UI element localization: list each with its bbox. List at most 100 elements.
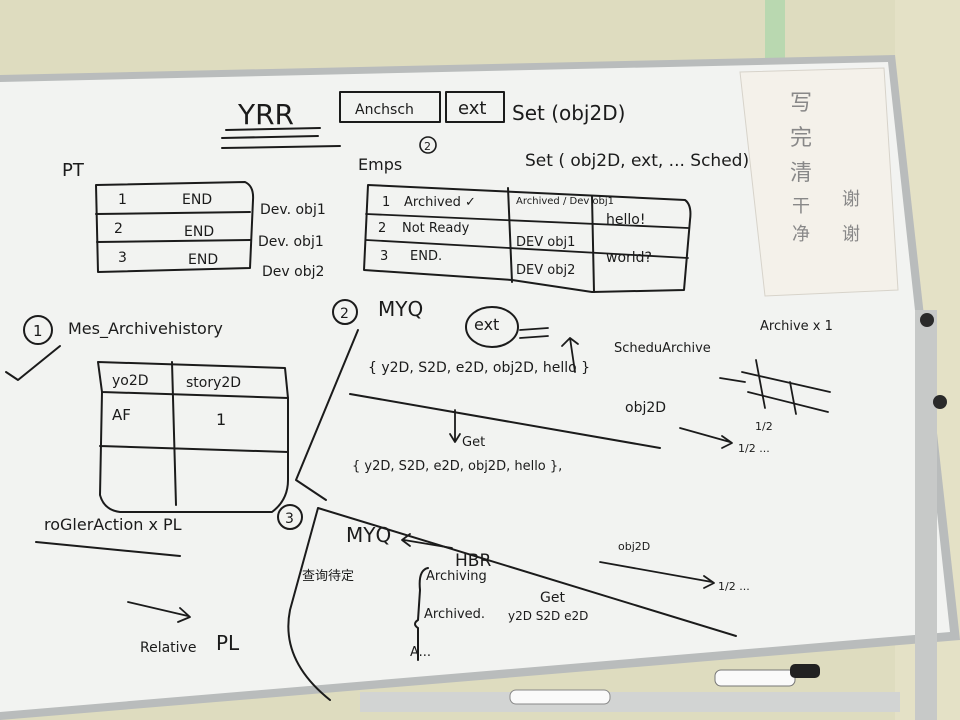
pt-row-num: 3 bbox=[118, 250, 127, 266]
stand-knob bbox=[920, 313, 934, 327]
stand-knob bbox=[933, 395, 947, 409]
emps-row-status: END. bbox=[410, 249, 442, 264]
left-bottom-group: roGlerAction x PL Relative PL bbox=[35, 515, 240, 656]
title-underline bbox=[221, 127, 321, 139]
vars-label: y2D S2D e2D bbox=[508, 609, 588, 623]
get-label: Get bbox=[462, 435, 485, 450]
marker bbox=[714, 669, 796, 687]
pt-label: PT bbox=[62, 160, 85, 181]
circle-marker bbox=[419, 136, 437, 154]
action-label: roGlerAction x PL bbox=[44, 515, 182, 534]
ext-label: ext bbox=[474, 315, 499, 334]
sticky-line: 净 bbox=[792, 224, 810, 245]
schedule-arrow bbox=[719, 377, 746, 383]
pt-row-num: 2 bbox=[114, 221, 123, 237]
sticky-note bbox=[739, 67, 899, 297]
circle-marker bbox=[23, 315, 53, 345]
emps-col-divider bbox=[507, 187, 595, 293]
section2-title: MYQ bbox=[378, 297, 423, 321]
sticky-note-text: 写 完 清 干 净 谢 谢 bbox=[790, 91, 860, 245]
get-label: Get bbox=[540, 590, 565, 606]
marker-cap bbox=[790, 664, 820, 678]
scribble-grid bbox=[741, 359, 831, 415]
pl-label: PL bbox=[216, 631, 240, 655]
hbr-label: HBR bbox=[455, 551, 491, 571]
marker bbox=[509, 689, 611, 705]
emps-row-status: Not Ready bbox=[402, 221, 470, 236]
sticky-side: 谢 bbox=[842, 189, 860, 210]
board-title: YRR bbox=[237, 98, 294, 131]
right-note: Archive x 1 bbox=[760, 319, 833, 334]
marker-tray bbox=[360, 692, 900, 712]
check-mark bbox=[5, 345, 61, 381]
pt-row-status: END bbox=[188, 252, 218, 268]
circle-number: 1 bbox=[33, 322, 43, 340]
sticky-side: 谢 bbox=[842, 224, 860, 245]
emps-row-note: world? bbox=[606, 250, 652, 266]
relative-label: Relative bbox=[140, 640, 196, 656]
ext-oval bbox=[465, 306, 519, 348]
left-arrow bbox=[401, 533, 453, 549]
emps-row-num: 3 bbox=[380, 249, 388, 264]
pt-row-status: END bbox=[184, 224, 214, 240]
small-note: 1/2 bbox=[755, 420, 773, 433]
history-col-header: yo2D bbox=[112, 373, 149, 389]
section1-group: 1 Mes_Archivehistory yo2D story2D AF 1 bbox=[5, 315, 289, 513]
down-arrow bbox=[449, 409, 461, 443]
status-item: Archived. bbox=[424, 607, 485, 622]
underline bbox=[35, 541, 181, 557]
board-stand bbox=[915, 310, 937, 720]
status-item: A... bbox=[410, 645, 431, 660]
section2-bracket bbox=[295, 329, 359, 501]
section3-title: MYQ bbox=[346, 523, 391, 547]
circle-number: 2 bbox=[424, 140, 431, 153]
status-item: Archiving bbox=[426, 569, 487, 584]
history-table-body bbox=[99, 361, 289, 513]
tag-label: Anchsch bbox=[355, 102, 414, 118]
title-group: YRR Anchsch ext Set (obj2D) 2 Set ( obj2… bbox=[221, 91, 749, 171]
circle-marker bbox=[277, 504, 303, 530]
arrow-note: 1/2 ... bbox=[718, 580, 750, 593]
board-surface bbox=[0, 62, 950, 712]
obj-note: obj2D bbox=[618, 540, 650, 553]
emps-row-env: Archived / Dev obj1 bbox=[516, 196, 614, 207]
emps-row-num: 2 bbox=[378, 221, 386, 236]
pt-table-group: PT 1 END 2 END 3 END Dev. obj1 Dev. obj1… bbox=[62, 160, 326, 280]
divider-line bbox=[349, 393, 661, 449]
circle-number: 3 bbox=[285, 511, 294, 527]
underline bbox=[221, 145, 341, 149]
section2-set2: { y2D, S2D, e2D, obj2D, hello }, bbox=[352, 459, 562, 474]
pt-side-note: Dev. obj1 bbox=[260, 202, 326, 218]
section2-group: 2 MYQ ext { y2D, S2D, e2D, obj2D, hello … bbox=[295, 297, 833, 501]
sticky-line: 清 bbox=[790, 161, 812, 186]
emps-row-num: 1 bbox=[382, 195, 390, 210]
emps-row-env: DEV obj1 bbox=[516, 235, 575, 250]
emps-label: Emps bbox=[358, 155, 402, 174]
tag-box bbox=[339, 91, 441, 123]
sticky-line: 干 bbox=[792, 196, 810, 217]
arrow-note: 1/2 ... bbox=[738, 442, 770, 455]
circle-marker bbox=[332, 299, 358, 325]
relative-arrow bbox=[127, 601, 191, 623]
list-brace bbox=[414, 567, 429, 661]
circle-number: 2 bbox=[340, 306, 349, 322]
tag-box bbox=[445, 91, 505, 123]
cjk-note: 查询待定 bbox=[302, 569, 354, 584]
emps-row-divider bbox=[365, 213, 689, 259]
right-arrow bbox=[679, 427, 733, 449]
history-col-header: story2D bbox=[186, 375, 241, 391]
emps-row-env: DEV obj2 bbox=[516, 263, 575, 278]
pt-row-status: END bbox=[182, 192, 212, 208]
pt-side-note: Dev obj2 bbox=[262, 264, 324, 280]
pt-side-note: Dev. obj1 bbox=[258, 234, 324, 250]
sticky-line: 完 bbox=[790, 126, 812, 151]
pt-row-num: 1 bbox=[118, 192, 127, 208]
equals-mark bbox=[519, 327, 549, 339]
emps-table-border bbox=[363, 184, 692, 293]
title-tail: Set (obj2D) bbox=[512, 101, 625, 125]
sticky-line: 写 bbox=[790, 91, 812, 116]
history-cell: AF bbox=[112, 406, 131, 424]
section1-title: Mes_Archivehistory bbox=[68, 319, 223, 339]
history-cell: 1 bbox=[216, 410, 226, 429]
